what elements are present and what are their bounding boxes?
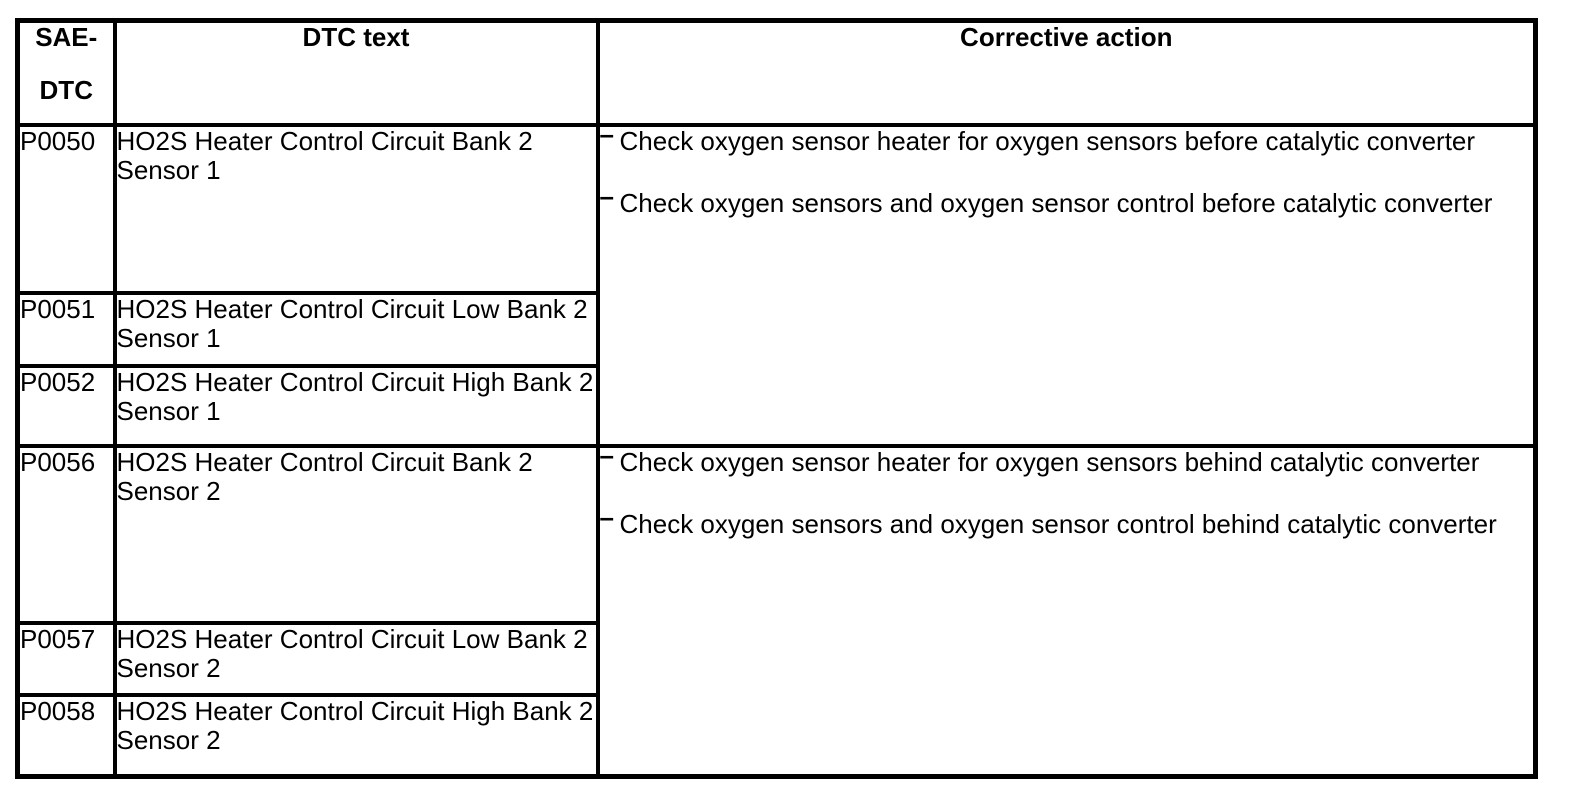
dtc-text: HO2S Heater Control Circuit Low Bank 2 S… bbox=[112, 291, 600, 368]
corrective-action-item: – Check oxygen sensors and oxygen sensor… bbox=[602, 182, 1532, 218]
table-header-row: SAE- DTC DTC text Corrective action bbox=[15, 18, 1538, 127]
header-dtc-text: DTC text bbox=[112, 18, 600, 127]
dash-bullet-icon: – bbox=[599, 502, 614, 532]
corrective-action-cell: – Check oxygen sensor heater for oxygen … bbox=[595, 444, 1538, 778]
dtc-text: HO2S Heater Control Circuit High Bank 2 … bbox=[112, 693, 600, 778]
corrective-action-item: – Check oxygen sensor heater for oxygen … bbox=[599, 446, 1532, 477]
corrective-action-text: Check oxygen sensor heater for oxygen se… bbox=[619, 126, 1476, 156]
dtc-text: HO2S Heater Control Circuit High Bank 2 … bbox=[112, 364, 600, 448]
dtc-code: P0058 bbox=[15, 693, 117, 778]
corrective-action-item: – Check oxygen sensors and oxygen sensor… bbox=[602, 503, 1532, 539]
header-sae-dtc-line2: DTC bbox=[39, 75, 93, 105]
dtc-text: HO2S Heater Control Circuit Low Bank 2 S… bbox=[112, 621, 600, 697]
corrective-action-text: Check oxygen sensor heater for oxygen se… bbox=[619, 447, 1480, 477]
dtc-text: HO2S Heater Control Circuit Bank 2 Senso… bbox=[112, 123, 600, 295]
table-row: P0052 HO2S Heater Control Circuit High B… bbox=[15, 364, 1536, 448]
dtc-table: SAE- DTC DTC text Corrective action P005… bbox=[15, 18, 1538, 779]
table-row: P0051 HO2S Heater Control Circuit Low Ba… bbox=[15, 291, 1536, 368]
corrective-action-text: Check oxygen sensors and oxygen sensor c… bbox=[619, 509, 1497, 539]
dtc-code: P0050 bbox=[15, 123, 117, 295]
table-row: P0050 HO2S Heater Control Circuit Bank 2… bbox=[15, 123, 1538, 448]
dash-bullet-icon: – bbox=[599, 125, 614, 149]
header-sae-dtc-line1: SAE- bbox=[35, 22, 98, 52]
header-corrective-action: Corrective action bbox=[595, 18, 1538, 127]
dtc-code: P0052 bbox=[15, 364, 117, 448]
dash-bullet-icon: – bbox=[599, 181, 614, 211]
table-row: P0057 HO2S Heater Control Circuit Low Ba… bbox=[15, 621, 1536, 697]
dtc-code: P0051 bbox=[15, 291, 117, 368]
dtc-text: HO2S Heater Control Circuit Bank 2 Senso… bbox=[112, 444, 600, 625]
dash-bullet-icon: – bbox=[599, 446, 614, 470]
corrective-action-item: – Check oxygen sensor heater for oxygen … bbox=[599, 125, 1532, 156]
header-sae-dtc: SAE- DTC bbox=[15, 18, 117, 127]
corrective-action-cell: – Check oxygen sensor heater for oxygen … bbox=[595, 123, 1538, 448]
corrective-action-text: Check oxygen sensors and oxygen sensor c… bbox=[619, 188, 1493, 218]
table-row: P0056 HO2S Heater Control Circuit Bank 2… bbox=[15, 444, 1538, 778]
table-row: P0058 HO2S Heater Control Circuit High B… bbox=[15, 693, 1536, 778]
dtc-code: P0057 bbox=[15, 621, 117, 697]
dtc-code: P0056 bbox=[15, 444, 117, 625]
